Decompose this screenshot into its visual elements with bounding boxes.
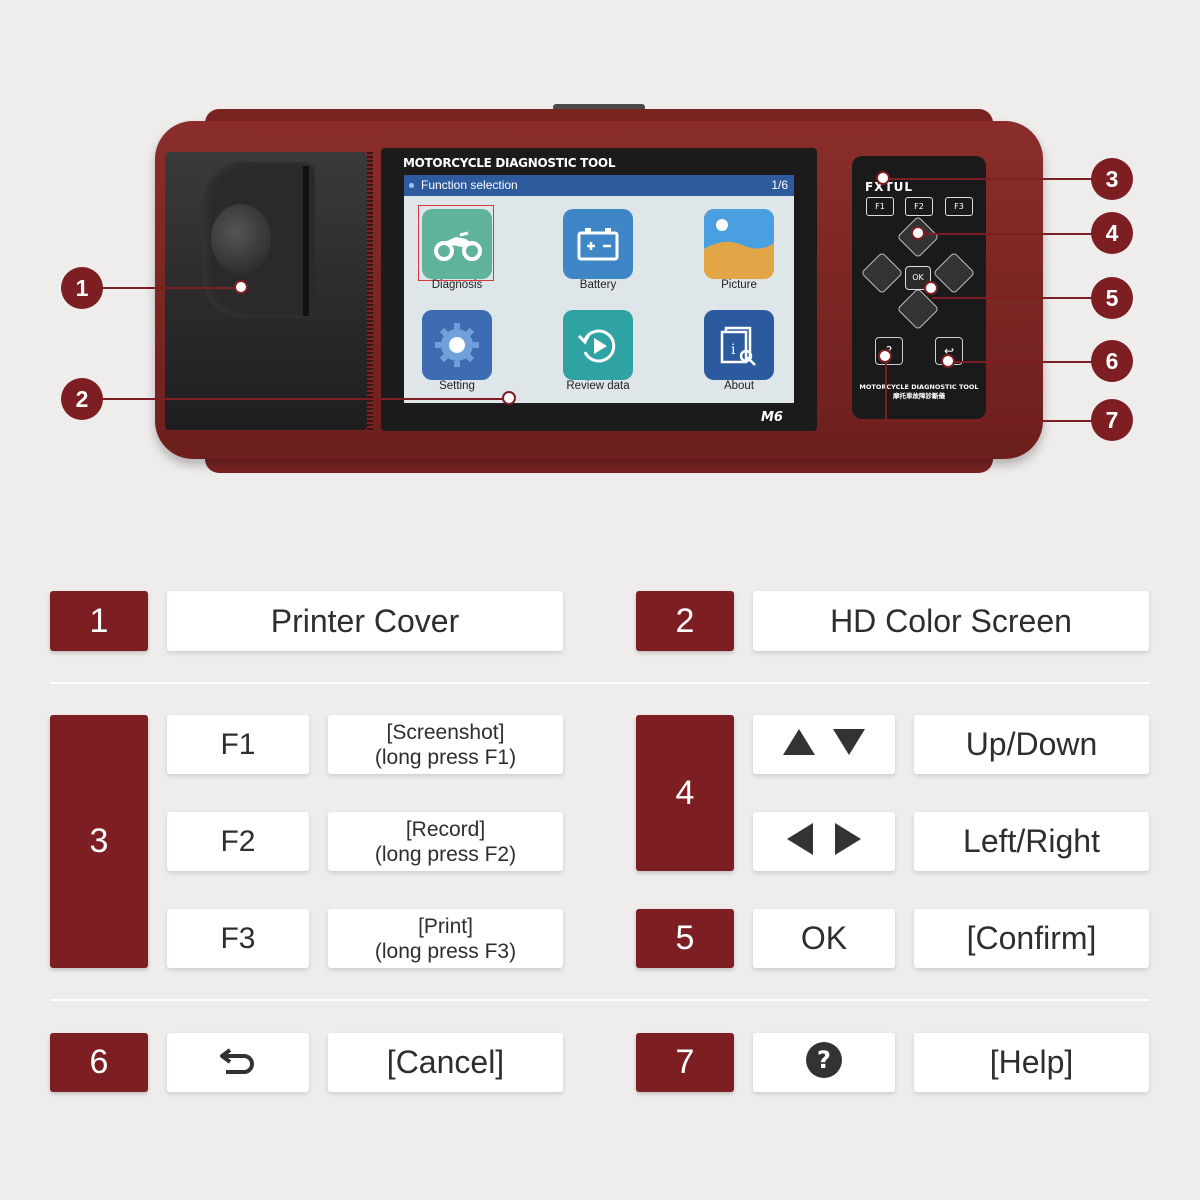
legend-help-label: [Help] — [914, 1033, 1149, 1092]
callout-line-1 — [82, 287, 237, 289]
legend-number-5: 5 — [636, 909, 734, 968]
legend-number-7: 7 — [636, 1033, 734, 1092]
action-hint: (long press F1) — [374, 745, 517, 769]
gear-icon — [422, 310, 492, 380]
legend-f2-action: [Record] (long press F2) — [328, 812, 563, 871]
app-label: Battery — [579, 279, 617, 291]
motorcycle-icon — [418, 205, 494, 281]
legend-number-4: 4 — [636, 715, 734, 871]
callout-pin-5 — [924, 281, 938, 295]
legend-f1-key: F1 — [167, 715, 309, 774]
legend-ok-key: OK — [753, 909, 895, 968]
diagnostic-device: MOTORCYCLE DIAGNOSTIC TOOL M6 Function s… — [155, 104, 1043, 475]
callout-pin-4 — [911, 226, 925, 240]
legend-left-right-label: Left/Right — [914, 812, 1149, 871]
action-name: [Record] — [405, 817, 486, 841]
up-down-arrows-icon — [779, 725, 869, 764]
legend-cancel-label: [Cancel] — [328, 1033, 563, 1092]
legend-number-2: 2 — [636, 591, 734, 651]
printer-knob — [211, 204, 271, 274]
legend-number-1: 1 — [50, 591, 148, 651]
callout-pin-1 — [234, 280, 248, 294]
document-search-icon: i — [704, 310, 774, 380]
legend-f2-key: F2 — [167, 812, 309, 871]
callout-badge-5: 5 — [1091, 277, 1133, 319]
action-name: [Screenshot] — [386, 720, 505, 744]
app-battery[interactable]: Battery — [548, 198, 648, 294]
screen-header: Function selection 1/6 — [404, 175, 794, 196]
legend-up-down-keys — [753, 715, 895, 774]
callout-line-2 — [82, 398, 506, 400]
keypad-caption-cn: 摩托車故障診斷儀 — [893, 392, 945, 400]
legend-number-3: 3 — [50, 715, 148, 968]
callout-pin-2 — [502, 391, 516, 405]
legend-help-key: ? — [753, 1033, 895, 1092]
callout-line-5 — [932, 297, 1095, 299]
left-right-arrows-icon — [783, 821, 865, 862]
keypad-caption-en: MOTORCYCLE DIAGNOSTIC TOOL — [859, 383, 979, 391]
model-label: M6 — [761, 410, 783, 425]
header-dot-icon — [409, 183, 414, 188]
app-review-data[interactable]: Review data — [548, 299, 648, 395]
callout-pin-7 — [878, 349, 892, 363]
legend-divider — [50, 999, 1150, 1001]
callout-badge-6: 6 — [1091, 340, 1133, 382]
callout-badge-7: 7 — [1091, 399, 1133, 441]
return-arrow-icon — [218, 1044, 258, 1081]
legend-number-6: 6 — [50, 1033, 148, 1092]
legend-confirm-label: [Confirm] — [914, 909, 1149, 968]
legend-printer-cover: Printer Cover — [167, 591, 563, 651]
replay-icon — [563, 310, 633, 380]
callout-badge-4: 4 — [1091, 212, 1133, 254]
callout-line-4 — [920, 233, 1095, 235]
legend-f1-action: [Screenshot] (long press F1) — [328, 715, 563, 774]
keypad-caption: MOTORCYCLE DIAGNOSTIC TOOL 摩托車故障診斷儀 — [859, 383, 979, 401]
battery-icon — [563, 209, 633, 279]
callout-line-6 — [950, 361, 1095, 363]
legend-up-down-label: Up/Down — [914, 715, 1149, 774]
legend-back-key — [167, 1033, 309, 1092]
callout-badge-3: 3 — [1091, 158, 1133, 200]
callout-badge-2: 2 — [61, 378, 103, 420]
legend-hd-color-screen: HD Color Screen — [753, 591, 1149, 651]
svg-text:?: ? — [817, 1046, 831, 1074]
callout-pin-6 — [941, 354, 955, 368]
f1-key[interactable]: F1 — [866, 197, 894, 216]
legend-f3-key: F3 — [167, 909, 309, 968]
screen-header-title: Function selection — [421, 178, 518, 192]
action-hint: (long press F2) — [374, 842, 517, 866]
app-label: Review data — [566, 380, 630, 392]
app-label: Picture — [721, 279, 757, 291]
picture-icon — [704, 209, 774, 279]
legend-divider — [50, 682, 1150, 684]
app-picture[interactable]: Picture — [689, 198, 789, 294]
legend-f3-action: [Print] (long press F3) — [328, 909, 563, 968]
callout-badge-1: 1 — [61, 267, 103, 309]
bezel-title: MOTORCYCLE DIAGNOSTIC TOOL — [403, 156, 616, 170]
app-diagnosis[interactable]: Diagnosis — [407, 198, 507, 294]
action-name: [Print] — [418, 914, 473, 938]
callout-line-3 — [885, 178, 1095, 180]
callout-line-7-vertical — [885, 356, 887, 422]
hd-color-screen[interactable]: Function selection 1/6 Diagnosis — [404, 175, 794, 403]
legend-left-right-keys — [753, 812, 895, 871]
page-indicator: 1/6 — [771, 178, 788, 192]
question-circle-icon: ? — [804, 1040, 844, 1085]
app-label: Diagnosis — [431, 279, 483, 291]
printer-paper-slot — [303, 166, 309, 316]
f3-key[interactable]: F3 — [945, 197, 973, 216]
callout-line-7 — [887, 420, 1095, 422]
f2-key[interactable]: F2 — [905, 197, 933, 216]
app-label: Setting — [439, 380, 475, 392]
svg-text:i: i — [731, 342, 736, 358]
app-label: About — [723, 380, 755, 392]
app-setting[interactable]: Setting — [407, 299, 507, 395]
action-hint: (long press F3) — [374, 939, 517, 963]
speaker-grille — [367, 152, 373, 430]
app-about[interactable]: i About — [689, 299, 789, 395]
brand-logo: FXTUL — [865, 180, 914, 194]
callout-pin-3 — [876, 171, 890, 185]
